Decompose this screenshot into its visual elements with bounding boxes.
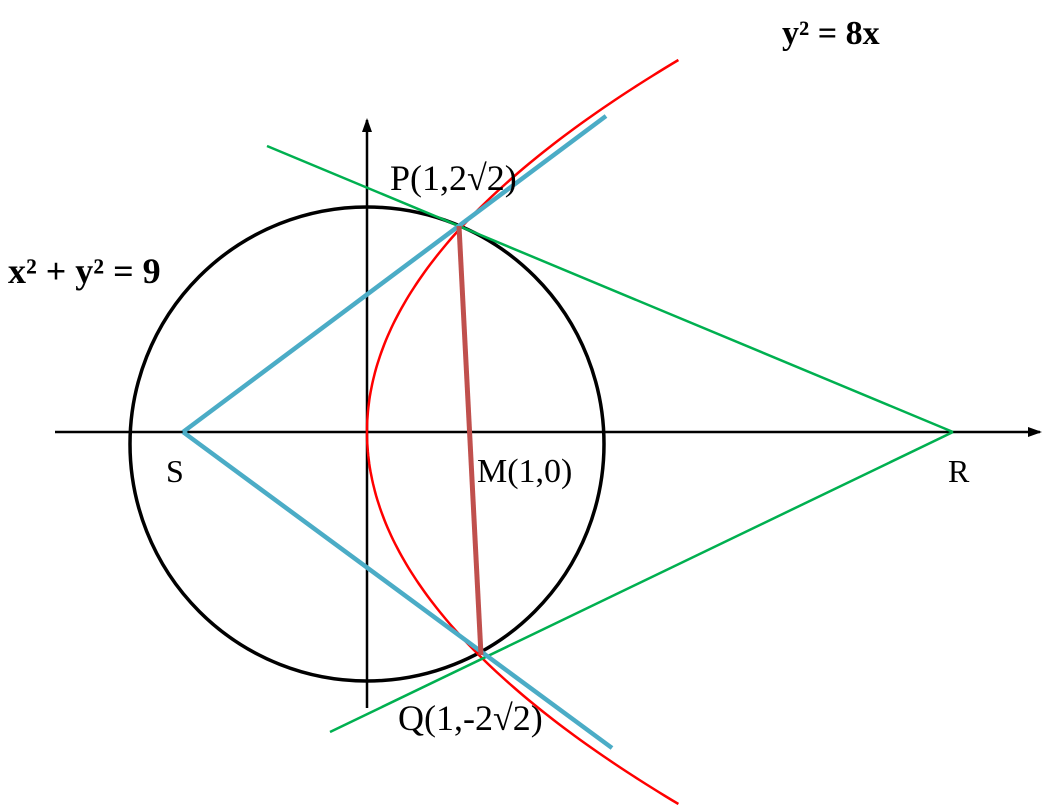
circle-equation-label: x² + y² = 9 bbox=[8, 251, 161, 291]
chord-pq bbox=[456, 225, 484, 656]
point-r-label: R bbox=[948, 453, 970, 489]
point-m-label: M(1,0) bbox=[477, 453, 572, 490]
tangent-line-upper-blue bbox=[181, 114, 608, 434]
circle-curve bbox=[128, 205, 606, 683]
point-s-label: S bbox=[166, 453, 184, 489]
parabola-curve bbox=[365, 58, 680, 805]
parabola-equation-label: y² = 8x bbox=[782, 15, 880, 52]
point-p-label: P(1,2√2) bbox=[390, 158, 517, 198]
tangent-line-lower-blue bbox=[181, 430, 614, 750]
tangent-line-upper-green bbox=[266, 144, 954, 434]
tangent-line-lower-green bbox=[329, 430, 954, 734]
point-q-label: Q(1,-2√2) bbox=[398, 698, 543, 738]
